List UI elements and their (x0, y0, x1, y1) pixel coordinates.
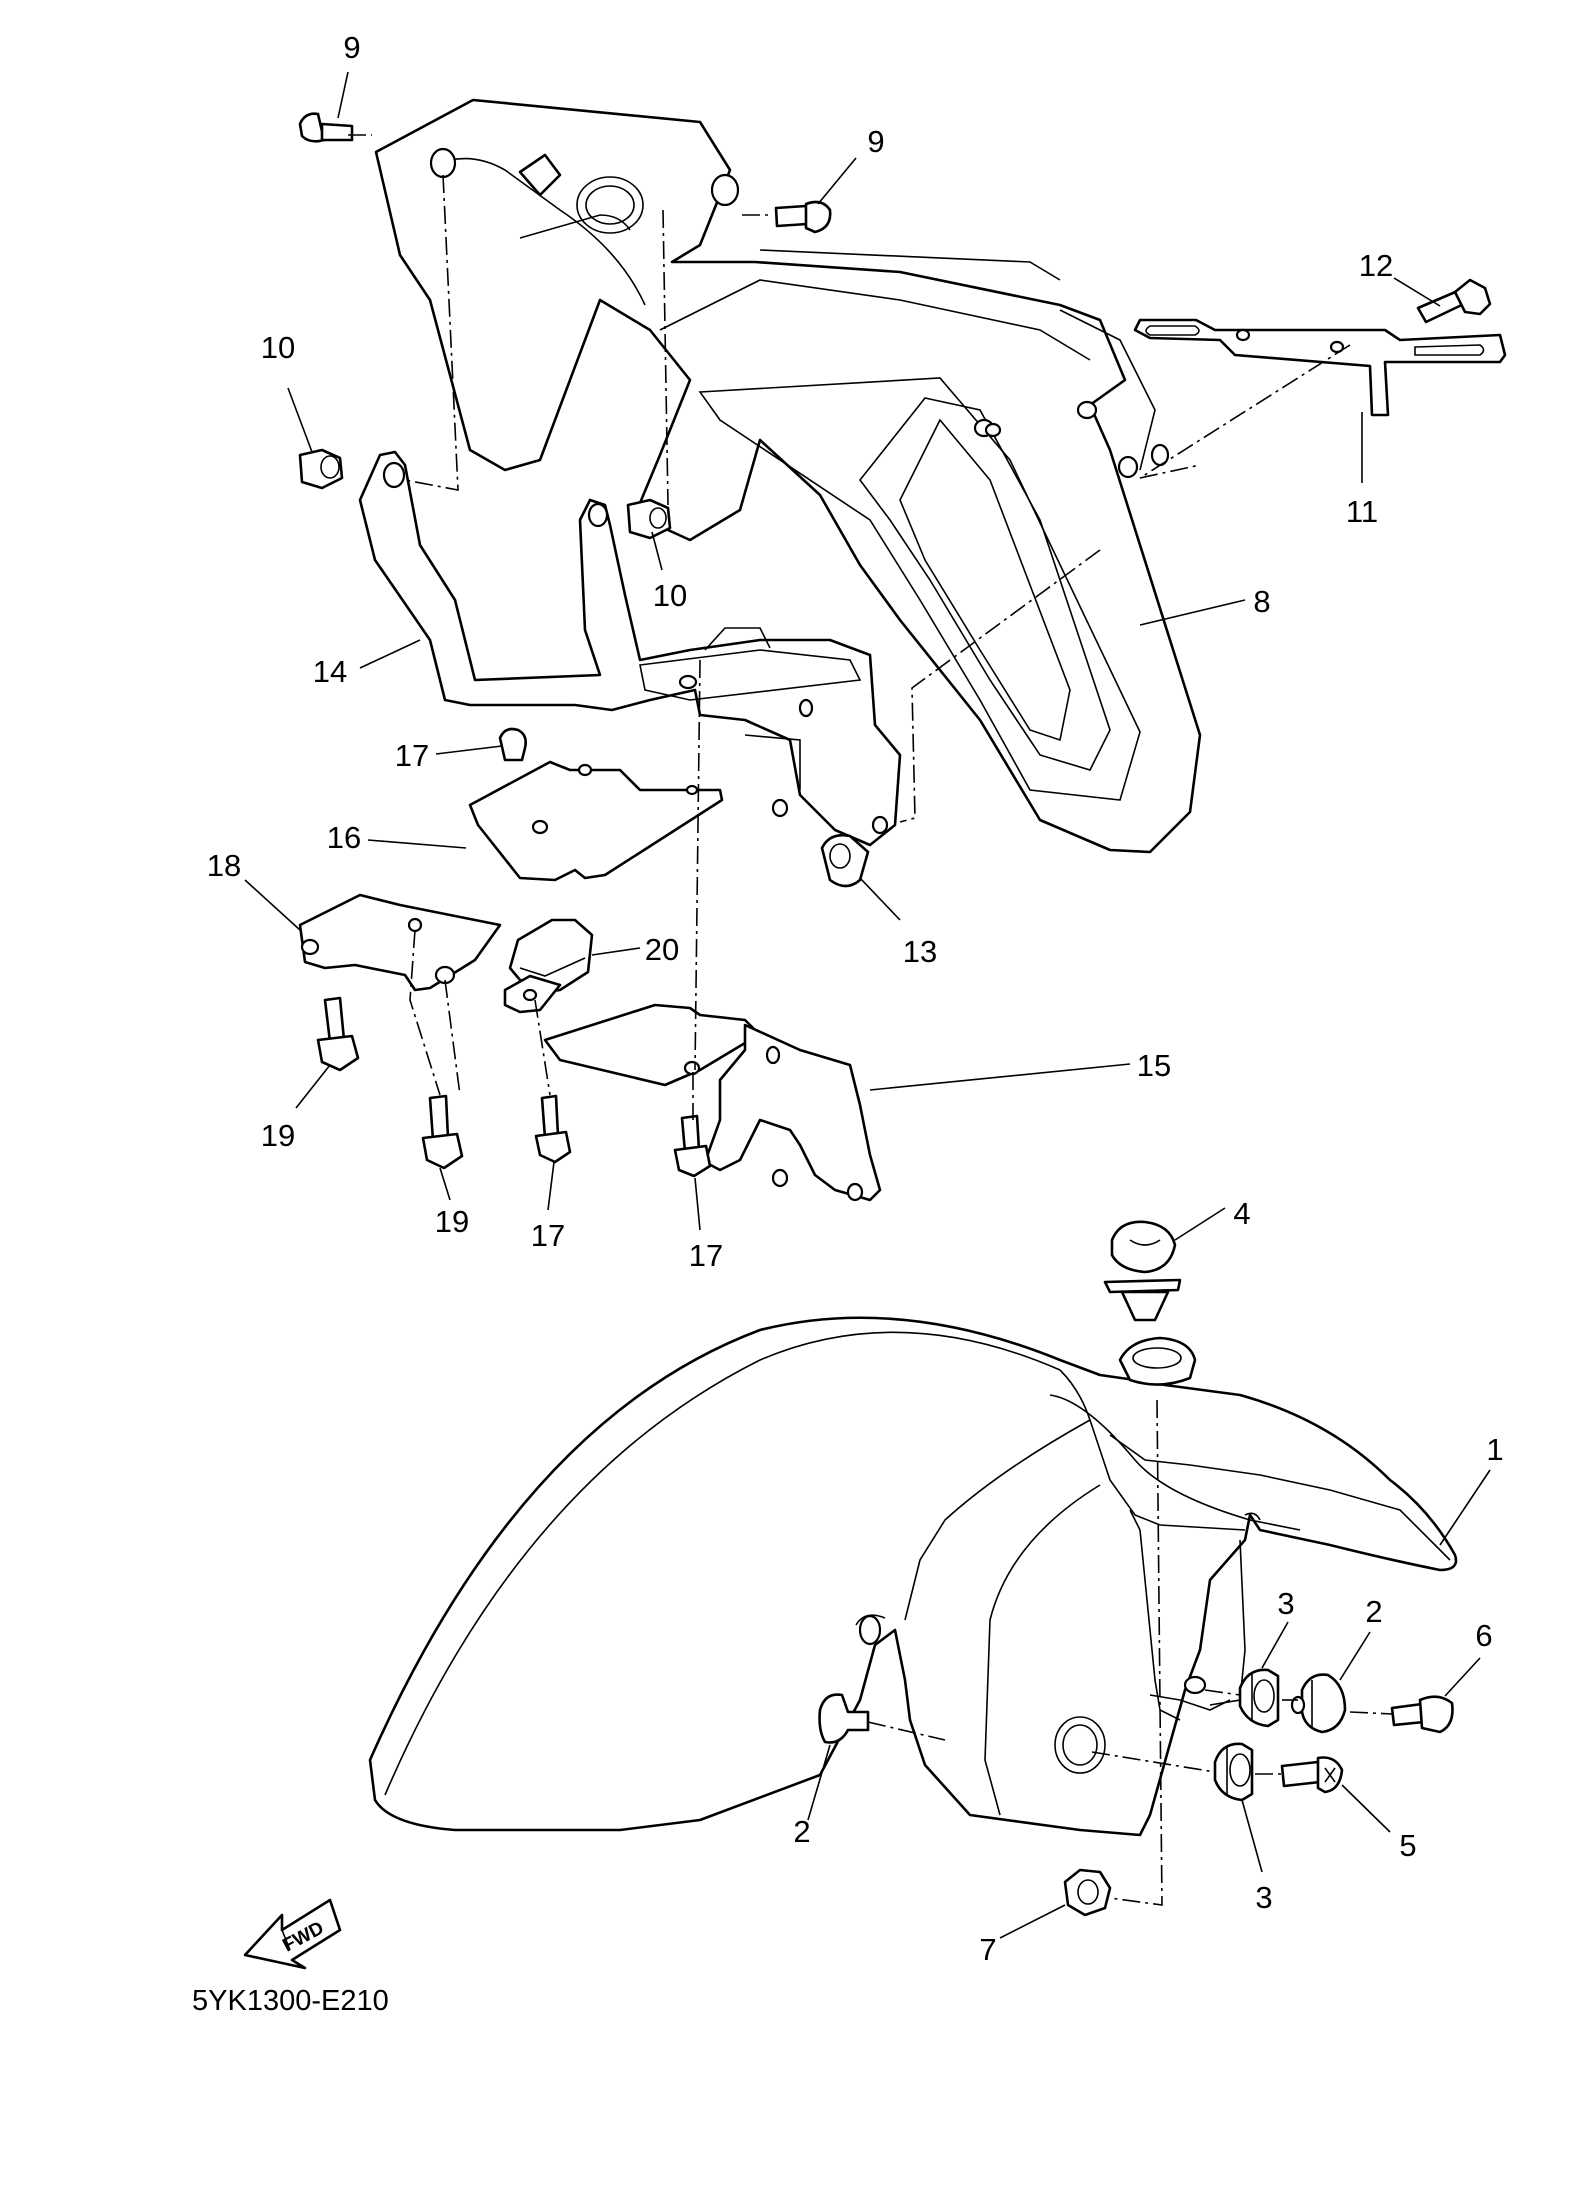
callout-6: 6 (1475, 1618, 1492, 1653)
callout-4: 4 (1233, 1196, 1250, 1231)
callout-10-left: 10 (261, 330, 295, 365)
callout-3-lower: 3 (1255, 1880, 1272, 1915)
callout-5: 5 (1399, 1828, 1416, 1863)
drawing-code: 5YK1300-E210 (192, 1985, 389, 2017)
bolt-part-9-right (774, 200, 832, 234)
leader-lines (244, 71, 1491, 1939)
alignment-lines-upper (348, 134, 1351, 1120)
collar-part-13 (820, 833, 870, 888)
fwd-direction-arrow: FWD (243, 1898, 342, 1970)
bracket-part-15 (543, 1003, 882, 1202)
collar-part-2-left (818, 1693, 870, 1744)
callout-3-upper: 3 (1277, 1586, 1294, 1621)
plate-part-18 (298, 893, 502, 992)
bolt-part-12 (1416, 278, 1492, 324)
callout-16: 16 (327, 820, 361, 855)
plate-part-16 (468, 760, 724, 882)
callout-20: 20 (645, 932, 679, 967)
callout-19-left: 19 (261, 1118, 295, 1153)
collar-part-2-right (1290, 1673, 1347, 1734)
callout-19-middle: 19 (435, 1204, 469, 1239)
callout-2-left: 2 (793, 1814, 810, 1849)
callout-9-top-right: 9 (867, 124, 884, 159)
alignment-lines-fender (867, 1399, 1393, 1906)
bolt-part-19-left (316, 996, 360, 1072)
callout-11: 11 (1346, 494, 1378, 529)
callout-18: 18 (207, 848, 241, 883)
callout-2-right: 2 (1365, 1594, 1382, 1629)
damper-part-20 (503, 918, 594, 1014)
callout-13: 13 (903, 934, 937, 969)
callout-15: 15 (1137, 1048, 1171, 1083)
bolt-part-17-middle (534, 1094, 572, 1164)
screw-part-5 (1280, 1756, 1344, 1794)
nut-part-10-right (626, 498, 672, 540)
callout-17-middle: 17 (531, 1218, 565, 1253)
license-bracket-part-11 (1133, 318, 1507, 417)
bolt-part-17-top (498, 727, 527, 762)
grommet-part-3-lower (1213, 1742, 1254, 1802)
grommet-part-3-upper (1238, 1668, 1280, 1728)
callout-8: 8 (1253, 584, 1270, 619)
bolt-part-19-middle (421, 1094, 464, 1170)
callout-7: 7 (979, 1932, 996, 1967)
callout-17-top: 17 (395, 738, 429, 773)
stay-part-14 (358, 450, 902, 847)
callout-1: 1 (1486, 1432, 1503, 1467)
clip-part-4 (1103, 1220, 1182, 1322)
callout-14: 14 (313, 654, 347, 689)
front-fender-part-1 (368, 1316, 1458, 1837)
callout-17-right: 17 (689, 1238, 723, 1273)
nut-part-7 (1063, 1868, 1112, 1917)
callout-labels: 9 9 12 10 10 11 8 14 17 16 18 20 13 15 1… (207, 30, 1504, 1967)
callout-10-right: 10 (653, 578, 687, 613)
callout-9-top-left: 9 (343, 30, 360, 65)
bolt-part-6 (1390, 1695, 1454, 1734)
bolt-part-17-right (673, 1114, 712, 1178)
nut-part-10-left (298, 448, 344, 490)
callout-12: 12 (1359, 248, 1393, 283)
bolt-part-9-left (298, 112, 354, 143)
